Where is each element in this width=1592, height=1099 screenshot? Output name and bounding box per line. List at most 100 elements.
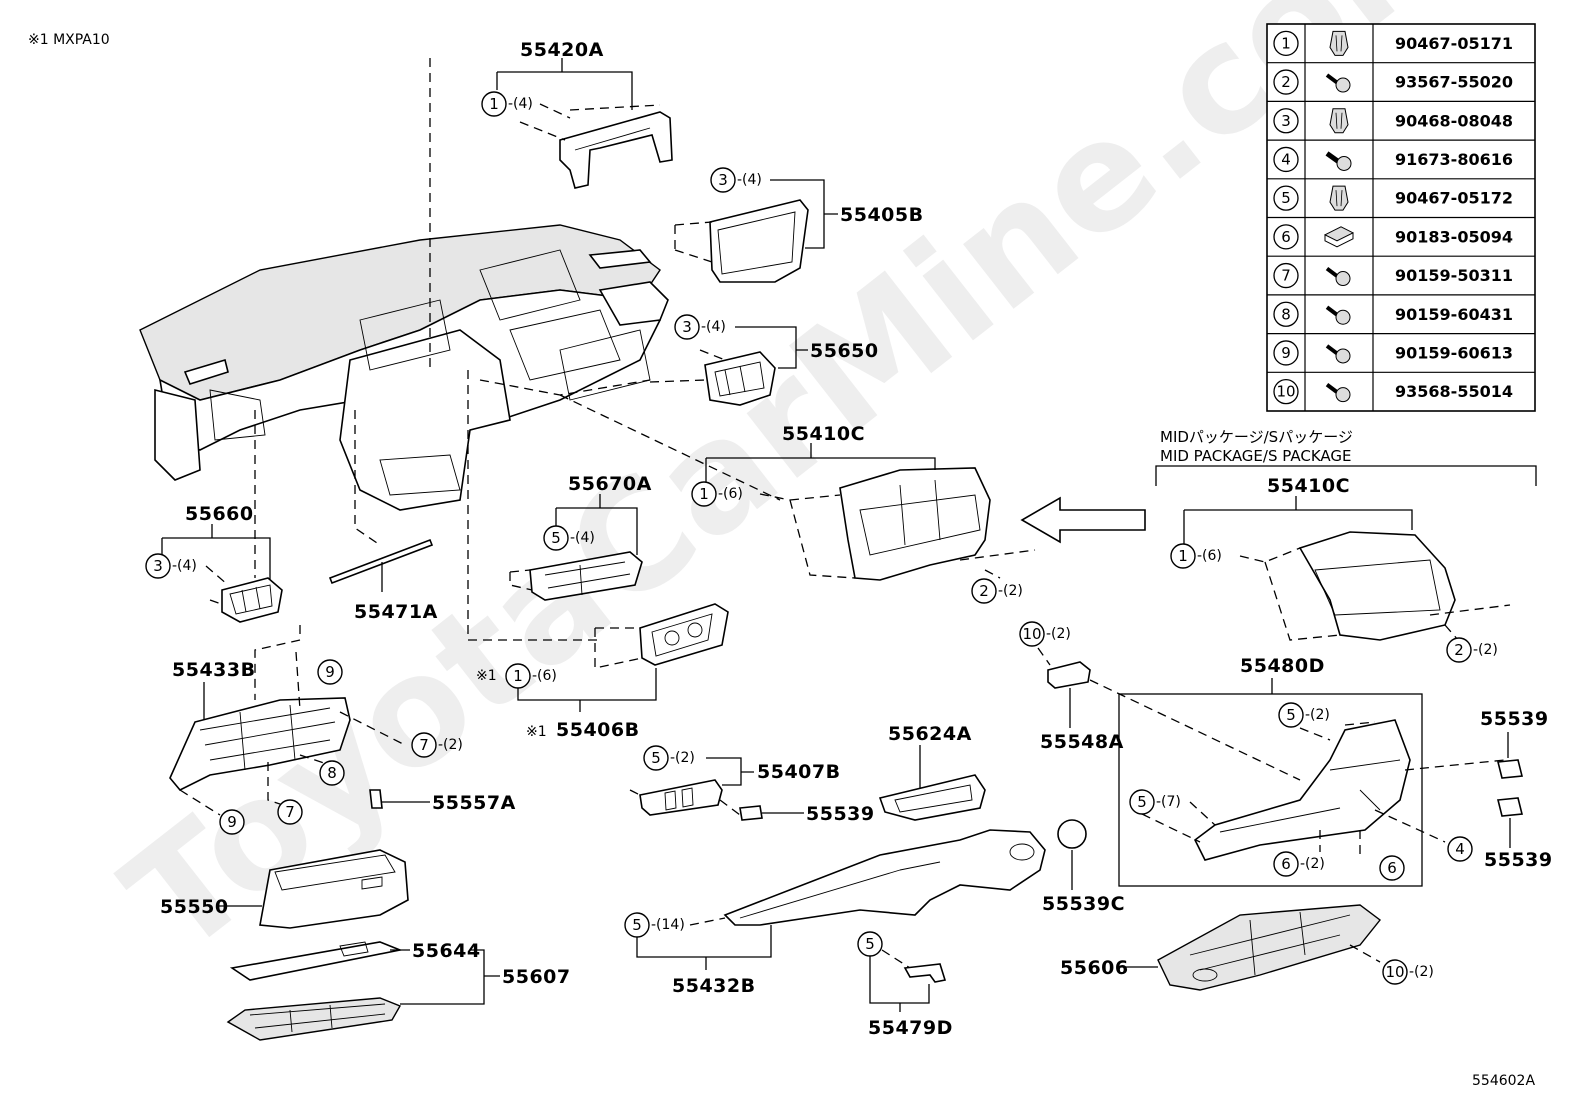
label-55539-b: 55539 [1480, 708, 1549, 730]
callout-qty: -(6) [532, 668, 557, 684]
label-55539C: 55539C [1042, 893, 1125, 915]
part-55660 [221, 577, 283, 623]
callout-num: 9 [325, 663, 335, 681]
fastener-number: 10 [1276, 383, 1295, 401]
diagram-code: 554602A [1472, 1073, 1535, 1089]
callout-qty: -(2) [1300, 856, 1325, 872]
callout-qty: -(6) [718, 486, 743, 502]
fastener-part-number: 93568-55014 [1395, 382, 1513, 401]
label-55550: 55550 [160, 896, 229, 918]
callout-num: 10 [1385, 963, 1404, 981]
fastener-part-number: 90159-50311 [1395, 266, 1513, 285]
part-55607 [226, 997, 402, 1041]
package-label-ja: MIDパッケージ/Sパッケージ [1160, 428, 1353, 446]
part-55539-switch [739, 805, 763, 821]
callout-num: 7 [285, 803, 295, 821]
callout-qty: -(4) [172, 558, 197, 574]
fastener-number: 9 [1281, 344, 1291, 362]
fastener-part-number: 90159-60613 [1395, 343, 1513, 362]
label-55480D: 55480D [1240, 655, 1325, 677]
callout-num: 5 [651, 749, 661, 767]
callout-num: 1 [699, 485, 709, 503]
group-box-55480D [1118, 693, 1423, 887]
callout-num: 9 [227, 813, 237, 831]
callout-num: 1 [513, 667, 523, 685]
fastener-row: 1 90467-05171 [1273, 30, 1513, 56]
screw-icon [1325, 266, 1351, 287]
part-55407B [639, 779, 723, 816]
clip-icon [1329, 108, 1349, 134]
part-55420A [559, 111, 673, 189]
fastener-number: 6 [1281, 228, 1291, 246]
callout-num: 5 [551, 529, 561, 547]
label-55670A: 55670A [568, 473, 652, 495]
label-prefix-55406B: ※1 [526, 724, 547, 740]
label-55410C-variant: 55410C [1267, 475, 1350, 497]
fastener-part-number: 90467-05171 [1395, 34, 1513, 53]
fastener-row: 9 90159-60613 [1273, 340, 1513, 366]
part-55405B [709, 199, 809, 283]
callout-qty: -(2) [998, 583, 1023, 599]
callout-num: 5 [632, 916, 642, 934]
screw-icon [1325, 383, 1351, 403]
part-55650 [704, 351, 776, 406]
callout-qty: -(4) [508, 96, 533, 112]
screw-icon [1325, 73, 1351, 93]
part-55406B [639, 603, 729, 666]
callout-num: 1 [489, 95, 499, 113]
part-55433B [169, 697, 351, 791]
callout-num: 8 [327, 764, 337, 782]
label-55650: 55650 [810, 340, 879, 362]
callout-num: 6 [1387, 859, 1397, 877]
label-55407B: 55407B [757, 761, 841, 783]
callout-num: 5 [1286, 706, 1296, 724]
fastener-number: 3 [1281, 112, 1291, 130]
callout-qty: -(2) [1046, 626, 1071, 642]
callout-num: 6 [1281, 855, 1291, 873]
part-55539-b [1496, 759, 1524, 779]
part-55480D [1193, 719, 1411, 861]
label-55405B: 55405B [840, 204, 924, 226]
label-55607: 55607 [502, 966, 571, 988]
fastener-part-number: 91673-80616 [1395, 150, 1513, 169]
callout-qty: -(2) [1305, 707, 1330, 723]
part-55479D [903, 963, 947, 983]
callout-num: 7 [419, 736, 429, 754]
part-55670A [529, 551, 643, 601]
callout-num: 5 [1137, 793, 1147, 811]
fastener-number: 8 [1281, 305, 1291, 323]
callout-num: 1 [1178, 547, 1188, 565]
fastener-part-number: 90183-05094 [1395, 227, 1513, 246]
callout-qty: -(4) [570, 530, 595, 546]
callout-num: 10 [1022, 625, 1041, 643]
callout-num: 3 [682, 318, 692, 336]
label-55471A: 55471A [354, 601, 438, 623]
part-55471A [328, 538, 434, 585]
part-55410C-variant [1298, 531, 1456, 641]
callout-num: 3 [718, 171, 728, 189]
fastener-number: 4 [1281, 150, 1291, 168]
label-55644: 55644 [412, 940, 481, 962]
bolt-icon [1325, 151, 1352, 171]
callout-qty: -(7) [1156, 794, 1181, 810]
fastener-number: 5 [1281, 189, 1291, 207]
part-55606 [1157, 904, 1381, 991]
callout-num: 5 [865, 935, 875, 953]
fastener-number: 2 [1281, 73, 1291, 91]
callout-num: 2 [1454, 641, 1464, 659]
part-55432B [723, 829, 1046, 926]
label-55548A: 55548A [1040, 731, 1124, 753]
label-55406B: 55406B [556, 719, 640, 741]
fastener-number: 1 [1281, 34, 1291, 52]
nut-icon [1323, 226, 1355, 248]
label-55539-c: 55539 [1484, 849, 1553, 871]
fastener-row: 3 90468-08048 [1273, 108, 1513, 134]
screw-icon [1325, 344, 1351, 364]
arrow-icon [1020, 496, 1146, 544]
fastener-part-number: 90468-08048 [1395, 111, 1513, 130]
